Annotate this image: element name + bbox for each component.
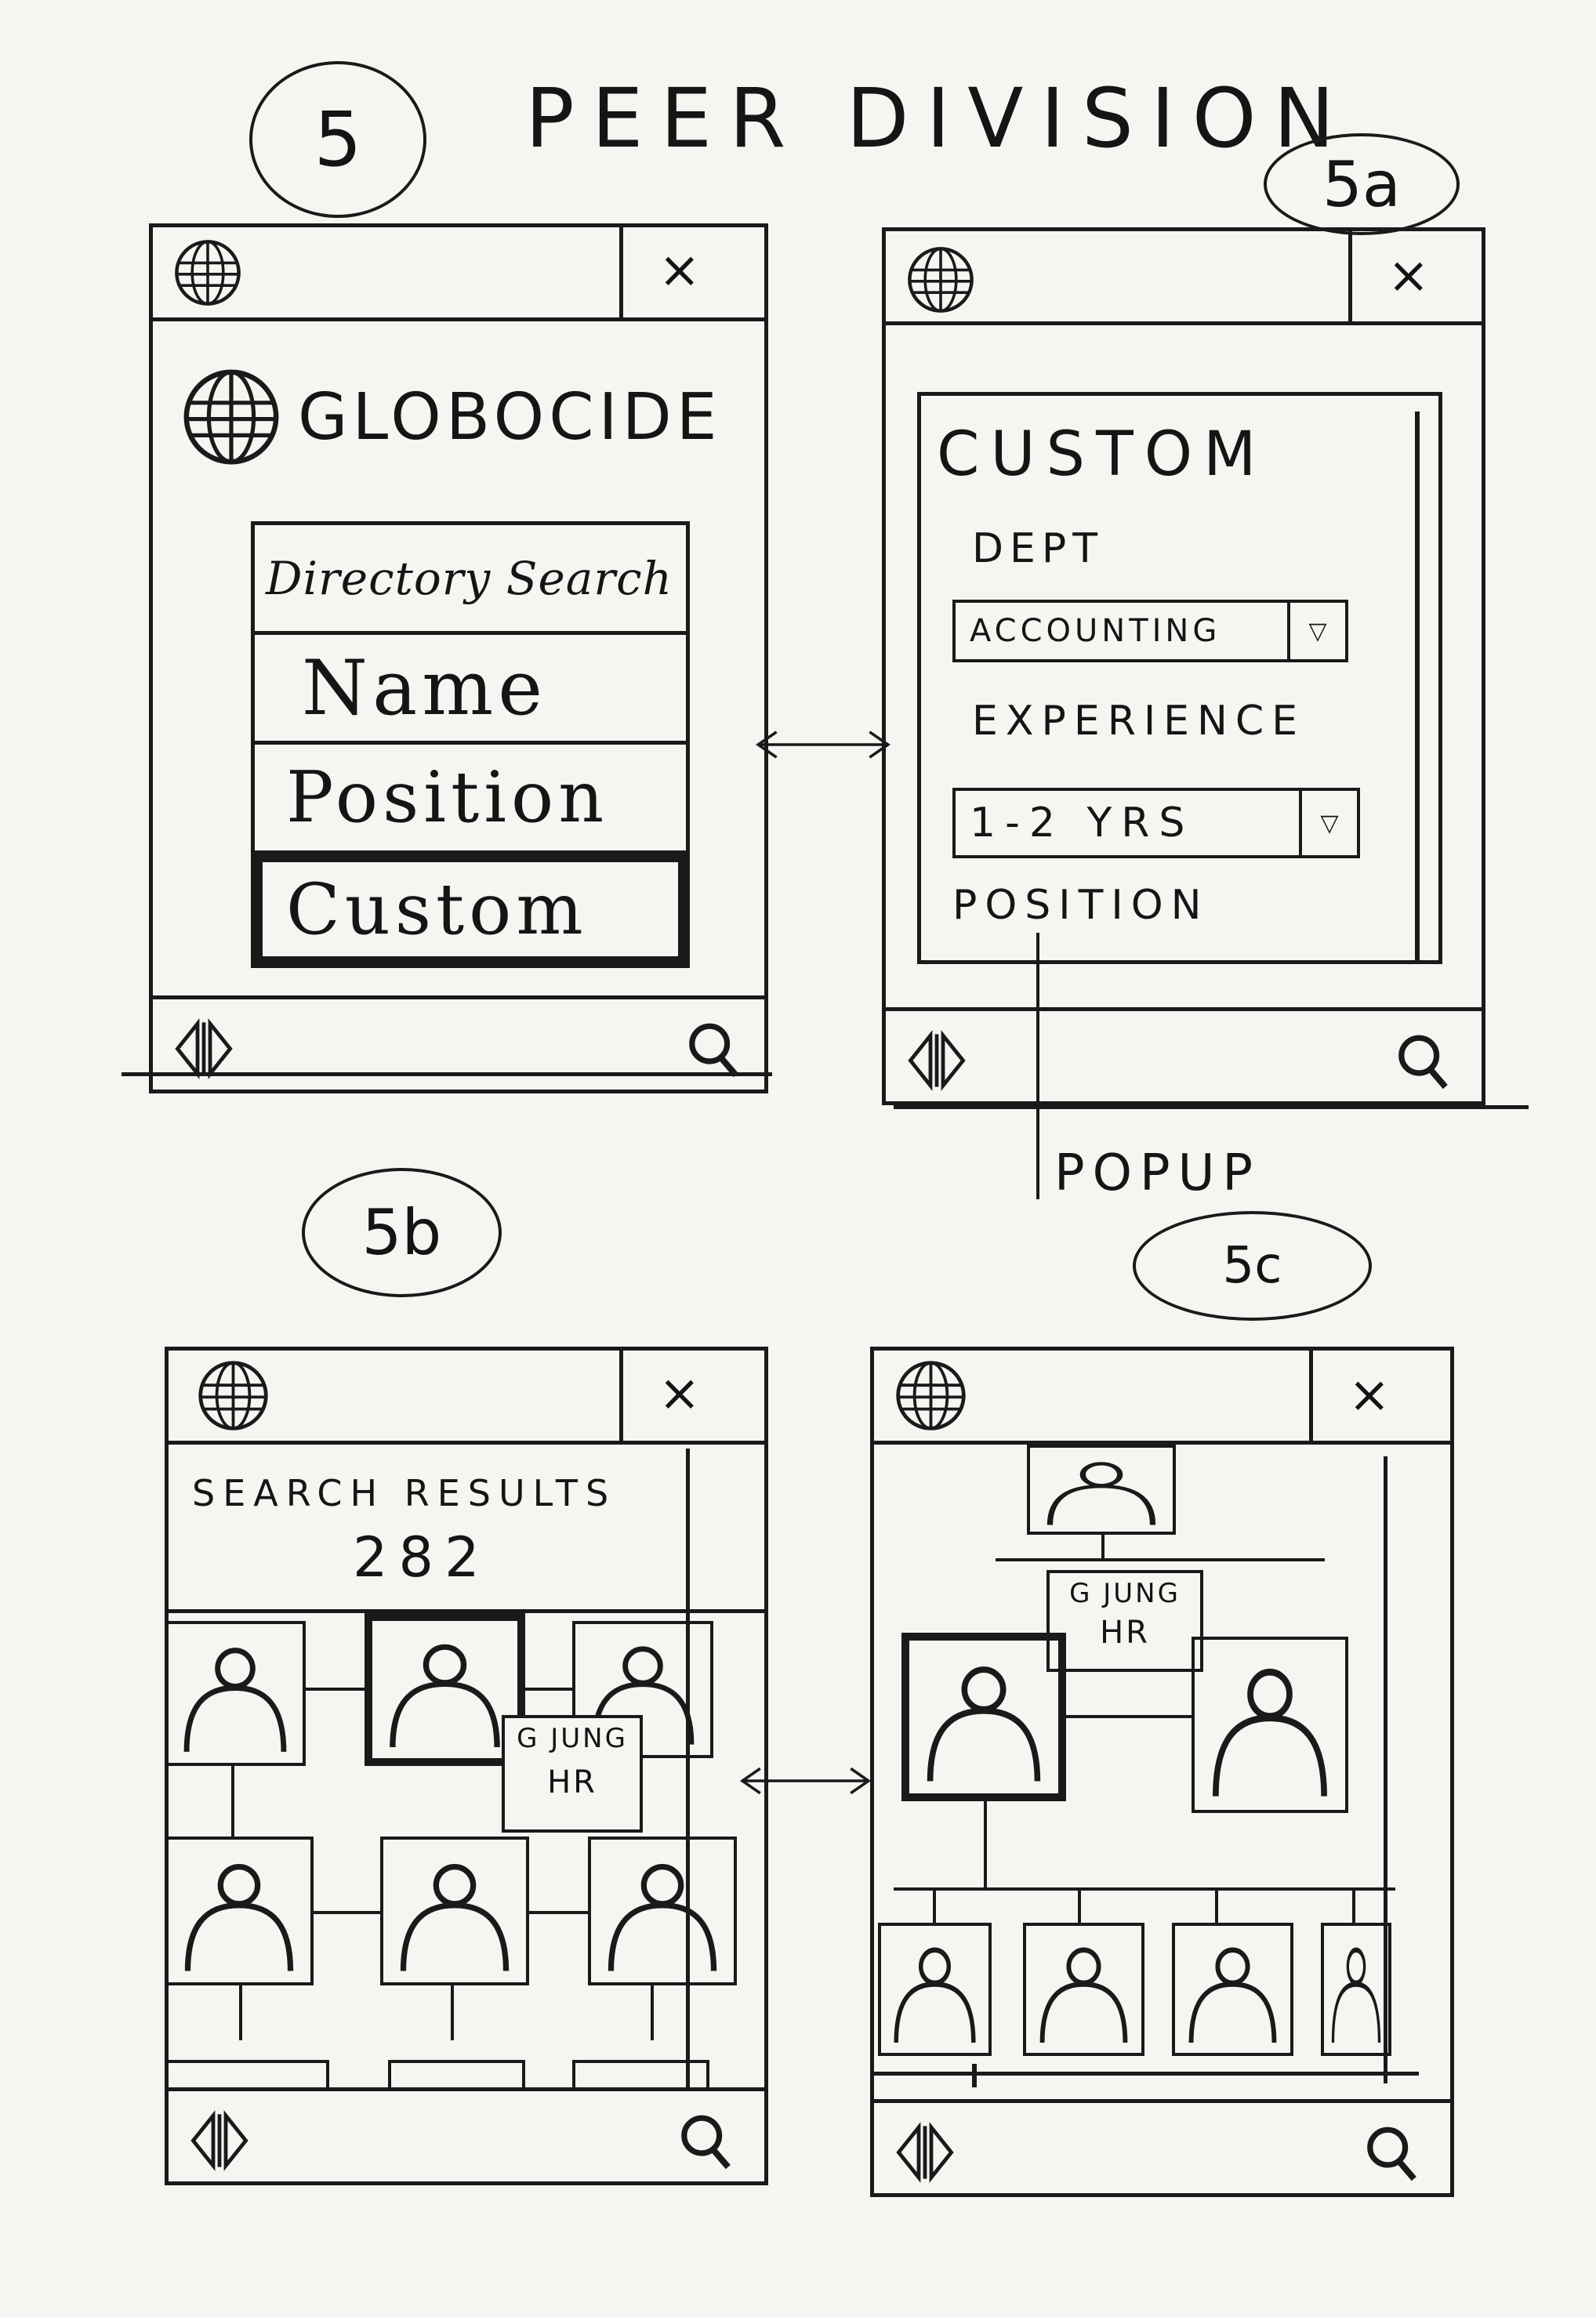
screen-5c-phone: × G JUNG HR xyxy=(870,1347,1454,2197)
close-button[interactable]: × xyxy=(1387,247,1430,305)
scrollbar-track[interactable] xyxy=(1384,1456,1387,2083)
experience-dropdown[interactable]: 1-2 YRS ▽ xyxy=(952,788,1360,858)
navigate-arrows-icon[interactable] xyxy=(894,2117,956,2188)
employee-tag[interactable]: G JUNG HR xyxy=(1046,1570,1203,1672)
menu-item-custom[interactable]: Custom xyxy=(255,854,686,964)
globe-icon xyxy=(172,238,243,308)
sheet-title: PEER DIVISION xyxy=(525,71,1352,166)
screen-5b-phone: × SEARCH RESULTS 282 G JUNG HR xyxy=(165,1347,768,2185)
screen-number: 5 xyxy=(314,96,362,183)
ground-line xyxy=(894,1105,1529,1109)
bottom-bar xyxy=(165,2087,768,2185)
org-chart: G JUNG HR xyxy=(165,1609,768,2091)
person-card[interactable] xyxy=(1023,1923,1144,2056)
results-title: SEARCH RESULTS xyxy=(192,1472,617,1514)
bottom-bar xyxy=(870,2099,1454,2197)
screen-5c-badge: 5c xyxy=(1133,1211,1372,1321)
menu-item-name[interactable]: Name xyxy=(255,635,686,745)
globe-icon xyxy=(905,245,976,315)
person-card[interactable] xyxy=(165,1837,314,1985)
title-bar: × xyxy=(165,1347,768,1445)
experience-label: EXPERIENCE xyxy=(972,698,1306,745)
directory-search-header: Directory Search xyxy=(255,525,686,635)
results-count: 282 xyxy=(353,1525,491,1590)
screen-number-badge: 5 xyxy=(249,61,426,218)
app-logo-globe-icon xyxy=(180,366,282,468)
search-icon[interactable] xyxy=(1391,1025,1454,1096)
transition-arrow-icon xyxy=(737,1765,874,1797)
person-card[interactable] xyxy=(388,2060,525,2091)
scroll-thumb[interactable] xyxy=(972,2064,977,2087)
person-card[interactable] xyxy=(165,2060,329,2091)
person-card[interactable] xyxy=(1027,1445,1176,1535)
globe-icon xyxy=(196,1358,270,1433)
menu-item-position[interactable]: Position xyxy=(255,745,686,854)
directory-search-menu: Directory Search Name Position Custom xyxy=(251,521,690,968)
title-bar: × xyxy=(149,223,768,321)
person-card[interactable] xyxy=(165,1621,306,1766)
horizontal-scrollbar[interactable] xyxy=(870,2072,1419,2076)
employee-tag[interactable]: G JUNG HR xyxy=(502,1715,643,1833)
person-card[interactable] xyxy=(572,1621,713,1758)
navigate-arrows-icon[interactable] xyxy=(905,1025,968,1096)
org-chart-zoomed: G JUNG HR xyxy=(870,1445,1419,2087)
title-bar: × xyxy=(870,1347,1454,1445)
person-card[interactable] xyxy=(380,1837,529,1985)
dropdown-arrow-icon[interactable]: ▽ xyxy=(1287,603,1345,659)
panel-title: CUSTOM xyxy=(937,419,1268,490)
position-label[interactable]: POSITION xyxy=(952,882,1210,929)
screen-5a-badge: 5a xyxy=(1264,133,1460,235)
close-button[interactable]: × xyxy=(1348,1366,1391,1424)
popup-leader-line xyxy=(1036,933,1039,1199)
search-icon[interactable] xyxy=(1360,2117,1423,2188)
custom-search-panel: CUSTOM DEPT ACCOUNTING ▽ EXPERIENCE 1-2 … xyxy=(917,392,1442,964)
dropdown-arrow-icon[interactable]: ▽ xyxy=(1299,791,1357,855)
dept-dropdown[interactable]: ACCOUNTING ▽ xyxy=(952,600,1348,662)
app-name: GLOBOCIDE xyxy=(298,380,722,455)
person-card[interactable] xyxy=(1192,1637,1348,1813)
title-bar: × xyxy=(882,227,1485,325)
person-card[interactable] xyxy=(1172,1923,1293,2056)
close-button[interactable]: × xyxy=(658,1365,701,1423)
scrollbar-track[interactable] xyxy=(686,1449,690,2091)
person-card-selected[interactable] xyxy=(901,1633,1066,1801)
close-button[interactable]: × xyxy=(658,241,701,299)
person-card[interactable] xyxy=(588,1837,737,1985)
person-card[interactable] xyxy=(878,1923,992,2056)
bottom-bar xyxy=(149,995,768,1093)
ground-line xyxy=(122,1072,772,1076)
popup-note: POPUP xyxy=(1054,1144,1260,1202)
screen-5a-phone: × CUSTOM DEPT ACCOUNTING ▽ EXPERIENCE 1-… xyxy=(882,227,1485,1105)
bottom-bar xyxy=(882,1007,1485,1105)
person-card-selected[interactable] xyxy=(365,1613,525,1766)
dept-label: DEPT xyxy=(972,525,1105,572)
scrollbar-track[interactable] xyxy=(1415,412,1420,960)
search-icon[interactable] xyxy=(674,2105,737,2176)
person-card[interactable] xyxy=(1321,1923,1391,2056)
transition-arrow-icon xyxy=(753,729,894,760)
person-card[interactable] xyxy=(572,2060,709,2091)
screen-5b-badge: 5b xyxy=(302,1168,502,1297)
screen-5-phone: × GLOBOCIDE Directory Search Name Positi… xyxy=(149,223,768,1093)
globe-icon xyxy=(894,1358,968,1433)
navigate-arrows-icon[interactable] xyxy=(188,2105,251,2176)
